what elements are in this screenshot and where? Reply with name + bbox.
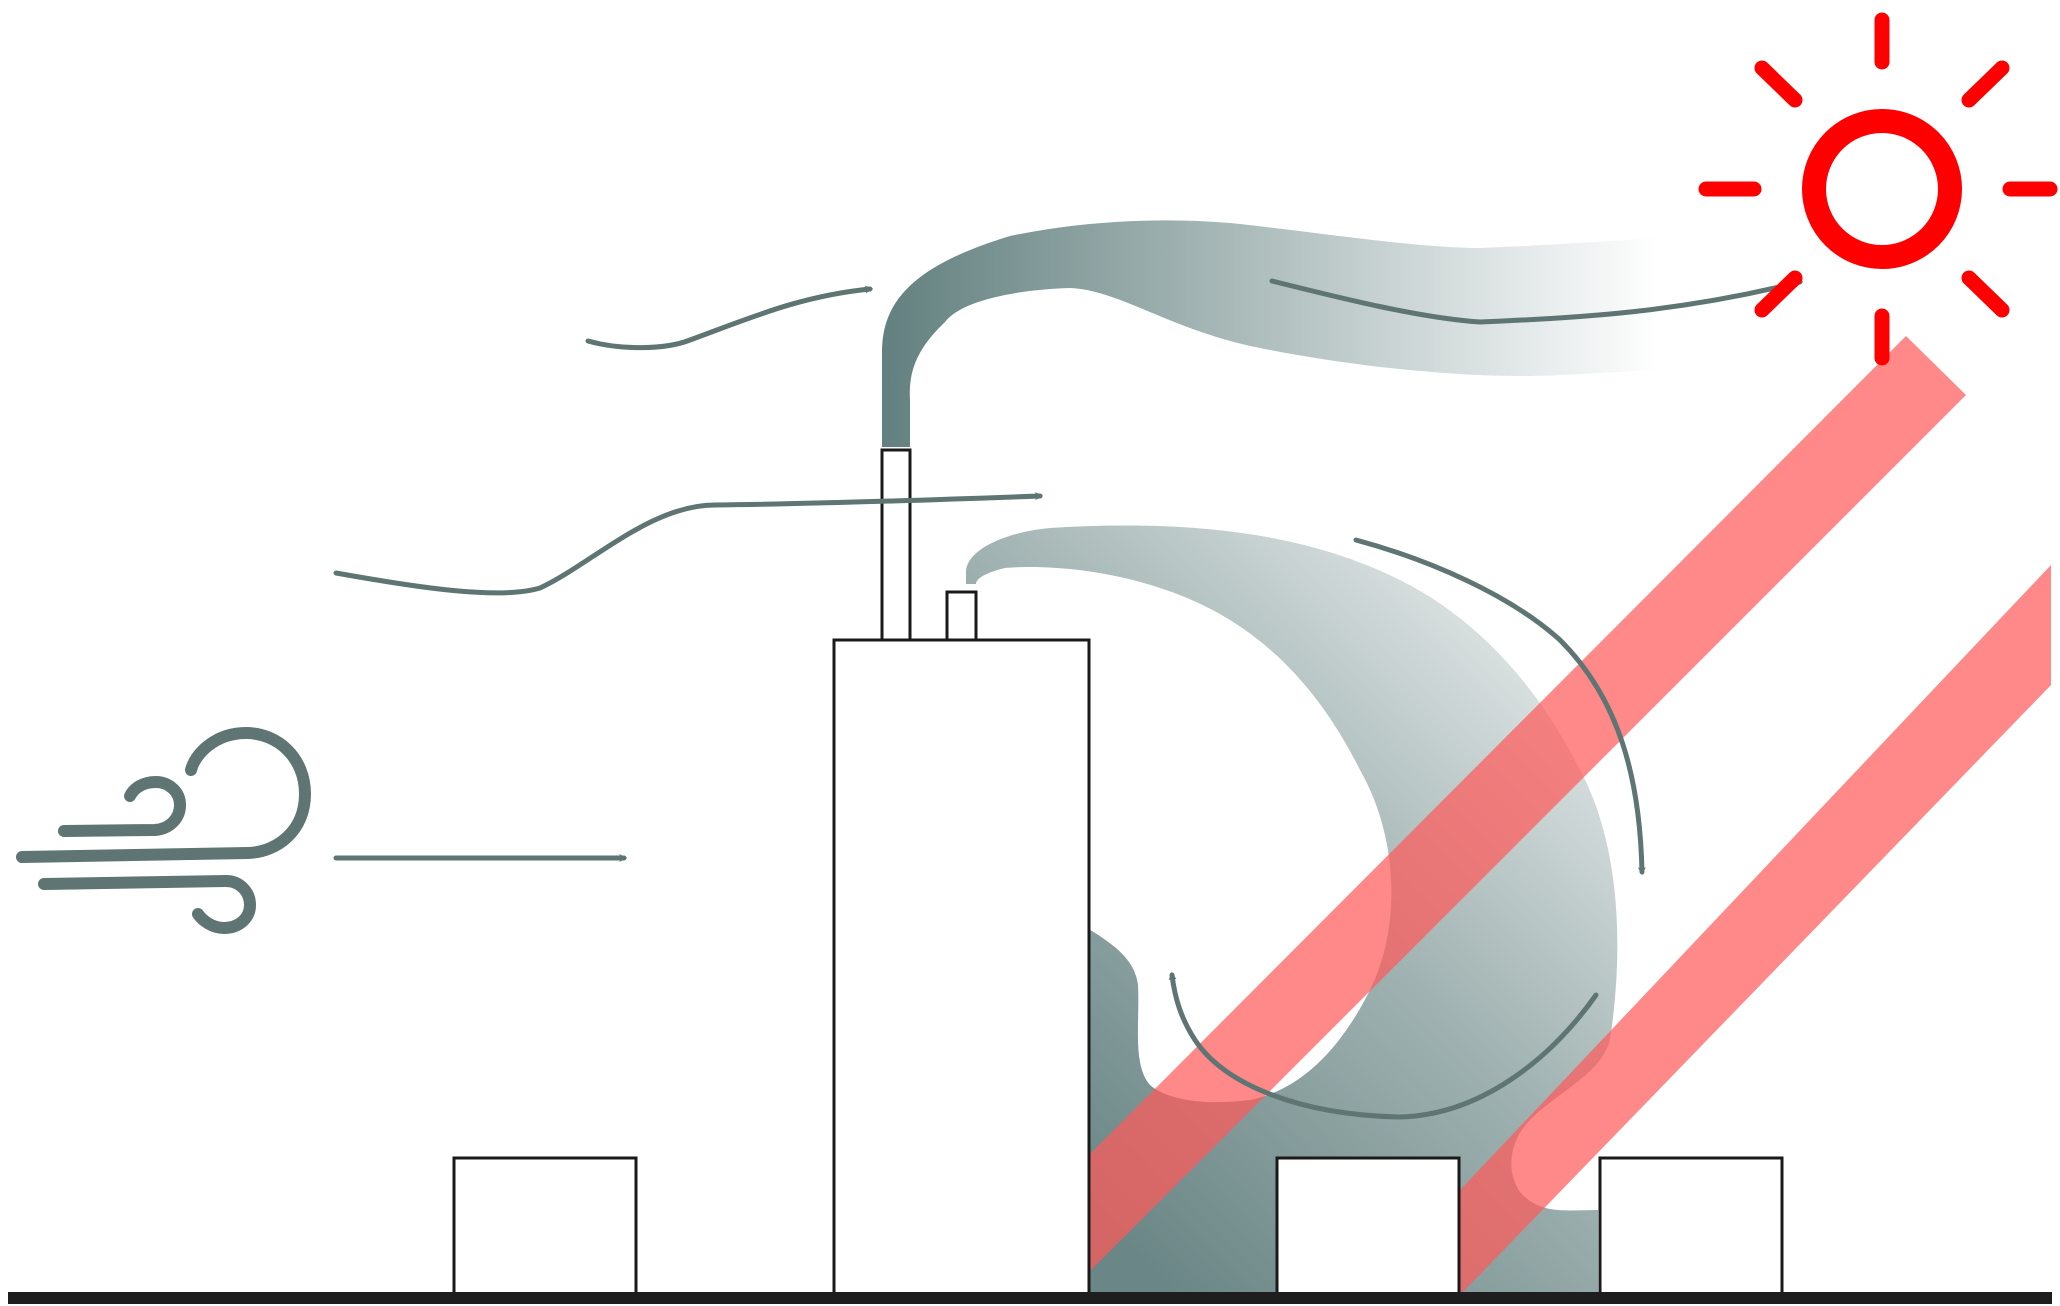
low-building-right — [1600, 1158, 1782, 1296]
low-building-left — [454, 1158, 636, 1296]
sun-icon — [1706, 20, 2050, 358]
short-chimney — [947, 592, 976, 640]
tall-chimney — [882, 450, 910, 640]
wind-arrow-middle — [336, 496, 1040, 593]
wind-arrow-top — [588, 289, 870, 348]
wind-icon — [22, 733, 305, 928]
low-building-middle — [1277, 1158, 1459, 1296]
smoke-plume-high — [882, 220, 1660, 447]
ground-line — [8, 1292, 2052, 1304]
tall-building — [834, 640, 1089, 1296]
